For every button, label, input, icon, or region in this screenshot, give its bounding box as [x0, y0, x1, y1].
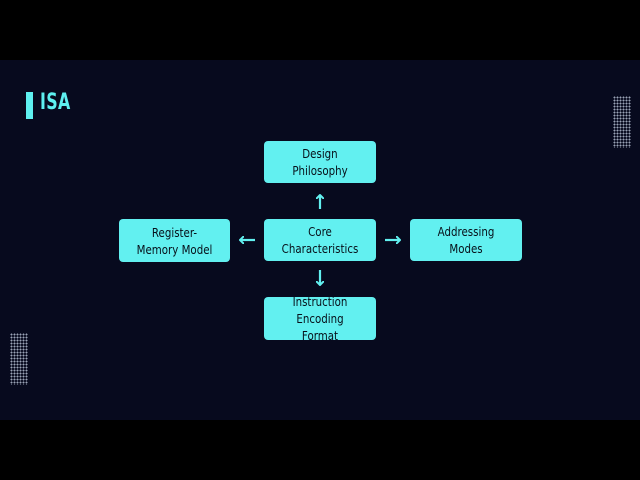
diagram-arrows: [0, 60, 640, 420]
slide-title: ISA: [40, 90, 71, 115]
dot-pattern-decoration-top-right: [613, 96, 631, 148]
node-instruction-encoding-format: Instruction Encoding Format: [264, 294, 376, 343]
dot-pattern-decoration-bottom-left: [10, 333, 28, 385]
title-accent-bar: [26, 92, 33, 119]
node-core-characteristics: Core Characteristics: [264, 219, 376, 261]
node-label: Register-Memory Model: [136, 224, 213, 257]
node-design-philosophy: Design Philosophy: [264, 141, 376, 183]
node-label: Design Philosophy: [292, 146, 348, 178]
node-label: Addressing Modes: [437, 224, 495, 256]
slide: ISA Design Philosophy Core Characteristi…: [0, 60, 640, 420]
node-label: Core Characteristics: [281, 224, 359, 256]
node-register-memory-model: Register-Memory Model: [119, 219, 230, 262]
node-addressing-modes: Addressing Modes: [410, 219, 522, 261]
node-label: Instruction Encoding Format: [292, 294, 348, 343]
